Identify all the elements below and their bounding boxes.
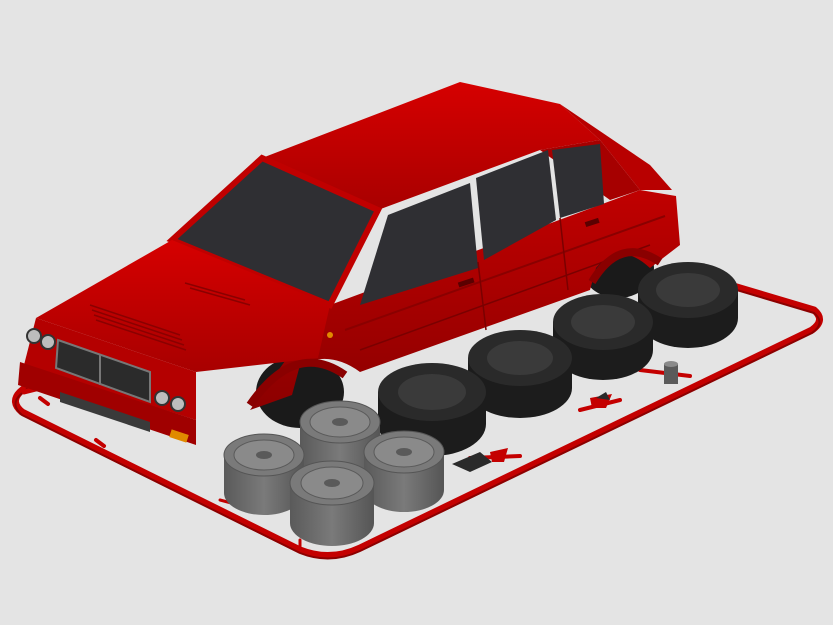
wheel-rim <box>223 433 305 515</box>
turn-signal <box>169 429 189 443</box>
car-model <box>18 82 680 445</box>
car-roof <box>262 82 600 210</box>
mirror-part <box>590 392 612 408</box>
rear-hatch <box>560 104 672 190</box>
tire <box>468 330 572 418</box>
rear-side-window <box>476 150 556 260</box>
small-parts <box>452 361 678 472</box>
wheel-rim <box>363 430 445 512</box>
tire <box>553 294 653 380</box>
headlights <box>26 328 186 412</box>
hood-vents <box>89 282 251 351</box>
car-hood <box>36 240 330 372</box>
wheel-rim <box>289 460 375 546</box>
tire <box>638 262 738 348</box>
tire-set <box>378 262 738 456</box>
front-side-window <box>360 183 478 305</box>
mirror-part <box>452 448 508 472</box>
car-side-panel <box>250 190 680 410</box>
door-handle-rear <box>584 217 600 228</box>
door-handle-front <box>457 277 475 288</box>
front-grille <box>54 338 151 404</box>
wheel-set <box>223 400 445 546</box>
quarter-window <box>552 144 604 218</box>
front-bumper <box>18 362 196 445</box>
exhaust-part <box>664 361 678 384</box>
